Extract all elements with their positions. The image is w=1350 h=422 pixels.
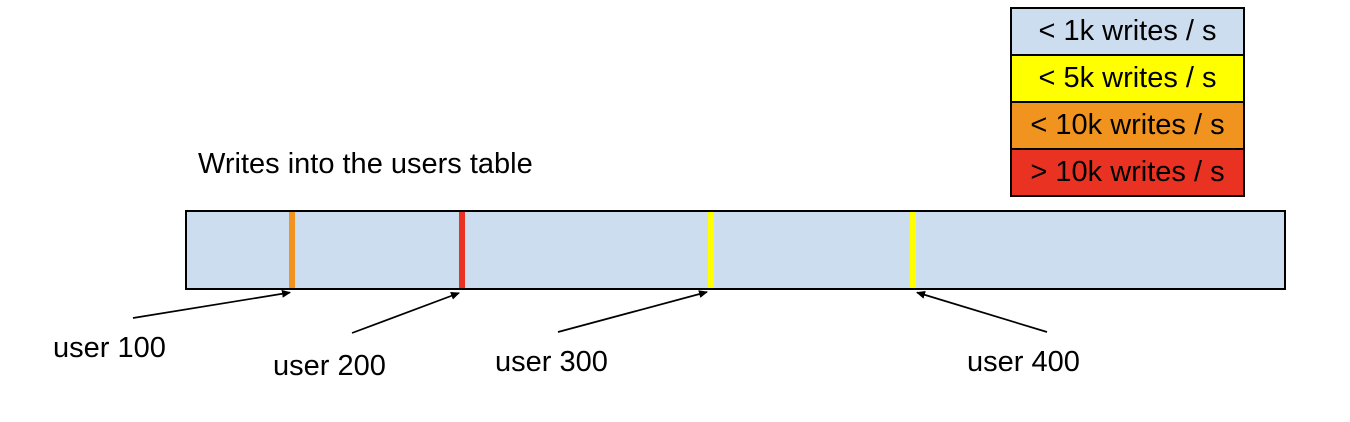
legend: < 1k writes / s < 5k writes / s < 10k wr… (1010, 7, 1245, 197)
legend-item-lt-5k: < 5k writes / s (1012, 54, 1243, 101)
label-user-100: user 100 (53, 332, 166, 364)
hotspot-stripe-user-200 (459, 212, 465, 288)
label-user-400: user 400 (967, 346, 1080, 378)
arrow-user-200 (351, 292, 460, 334)
hotspot-stripe-user-300 (708, 212, 714, 288)
diagram-title: Writes into the users table (198, 148, 533, 180)
label-user-300: user 300 (495, 346, 608, 378)
label-user-200: user 200 (273, 350, 386, 382)
hotspot-stripe-user-100 (289, 212, 295, 288)
arrow-user-400 (916, 290, 1048, 333)
legend-item-lt-1k: < 1k writes / s (1012, 9, 1243, 54)
arrow-user-100 (132, 289, 291, 319)
arrow-user-300 (557, 290, 708, 333)
hotspot-stripe-user-400 (910, 212, 916, 288)
legend-item-lt-10k: < 10k writes / s (1012, 101, 1243, 148)
users-table-key-range-bar (185, 210, 1286, 290)
legend-item-gt-10k: > 10k writes / s (1012, 148, 1243, 195)
